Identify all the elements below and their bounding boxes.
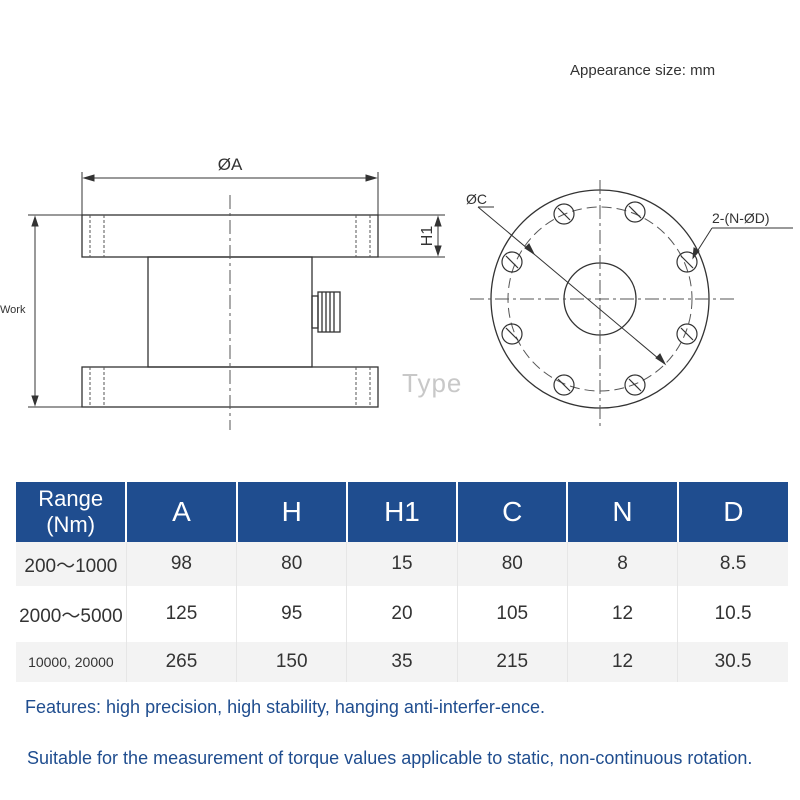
cell-h1: 15 [346,542,458,586]
header-n: N [567,482,679,542]
cell-h: 95 [236,586,348,642]
spec-table: Range (Nm) A H H1 C N D 200～1000 98 80 1… [16,482,788,682]
cell-a: 125 [126,586,238,642]
bolt-hole [624,374,646,396]
cell-d: 8.5 [677,542,788,586]
dim-c-label: ØC [466,191,487,207]
suitable-note: Suitable for the measurement of torque v… [27,748,753,768]
cell-h: 150 [236,642,348,682]
bolt-hole [676,323,698,345]
type-label: Type [402,368,463,398]
connector [311,295,319,329]
dim-a-label: ØA [218,155,243,174]
table-row: 200～1000 98 80 15 80 8 8.5 [16,542,788,586]
cell-range: 10000, 20000 [16,642,127,682]
cell-n: 12 [567,642,679,682]
bolt-hole [501,323,523,345]
cell-c: 105 [457,586,568,642]
table-row: 2000～5000 125 95 20 105 12 10.5 [16,586,788,642]
dim-h1-label: H1 [419,226,436,247]
header-h: H [236,482,348,542]
work-label: Work [0,304,26,316]
cell-n: 12 [567,586,679,642]
cell-n: 8 [567,542,679,586]
dim-holes-label: 2-(N-ØD) [712,210,770,226]
cell-range: 200～1000 [16,542,127,586]
unit-note: Appearance size: mm [570,62,716,79]
bolt-hole [553,203,575,225]
header-c: C [457,482,569,542]
header-d: D [677,482,788,542]
header-h1: H1 [346,482,459,542]
cell-h: 80 [236,542,348,586]
cell-h1: 20 [346,586,458,642]
cell-c: 80 [457,542,568,586]
bolt-hole [553,374,575,396]
features-note: Features: high precision, high stability… [25,697,545,717]
cell-d: 30.5 [677,642,788,682]
cell-a: 98 [126,542,238,586]
cell-c: 215 [457,642,568,682]
bolt-hole [624,201,646,223]
bolt-hole [676,251,698,273]
cell-d: 10.5 [677,586,788,642]
table-row: 10000, 20000 265 150 35 215 12 30.5 [16,642,788,682]
cell-h1: 35 [346,642,458,682]
bolt-hole [501,251,523,273]
header-a: A [126,482,238,542]
header-range: Range (Nm) [16,482,128,542]
cell-a: 265 [126,642,238,682]
table-header-row: Range (Nm) A H H1 C N D [16,482,788,542]
connector-plug [317,291,341,333]
cell-range: 2000～5000 [16,586,127,642]
technical-drawing: ØA H1 [28,155,793,430]
